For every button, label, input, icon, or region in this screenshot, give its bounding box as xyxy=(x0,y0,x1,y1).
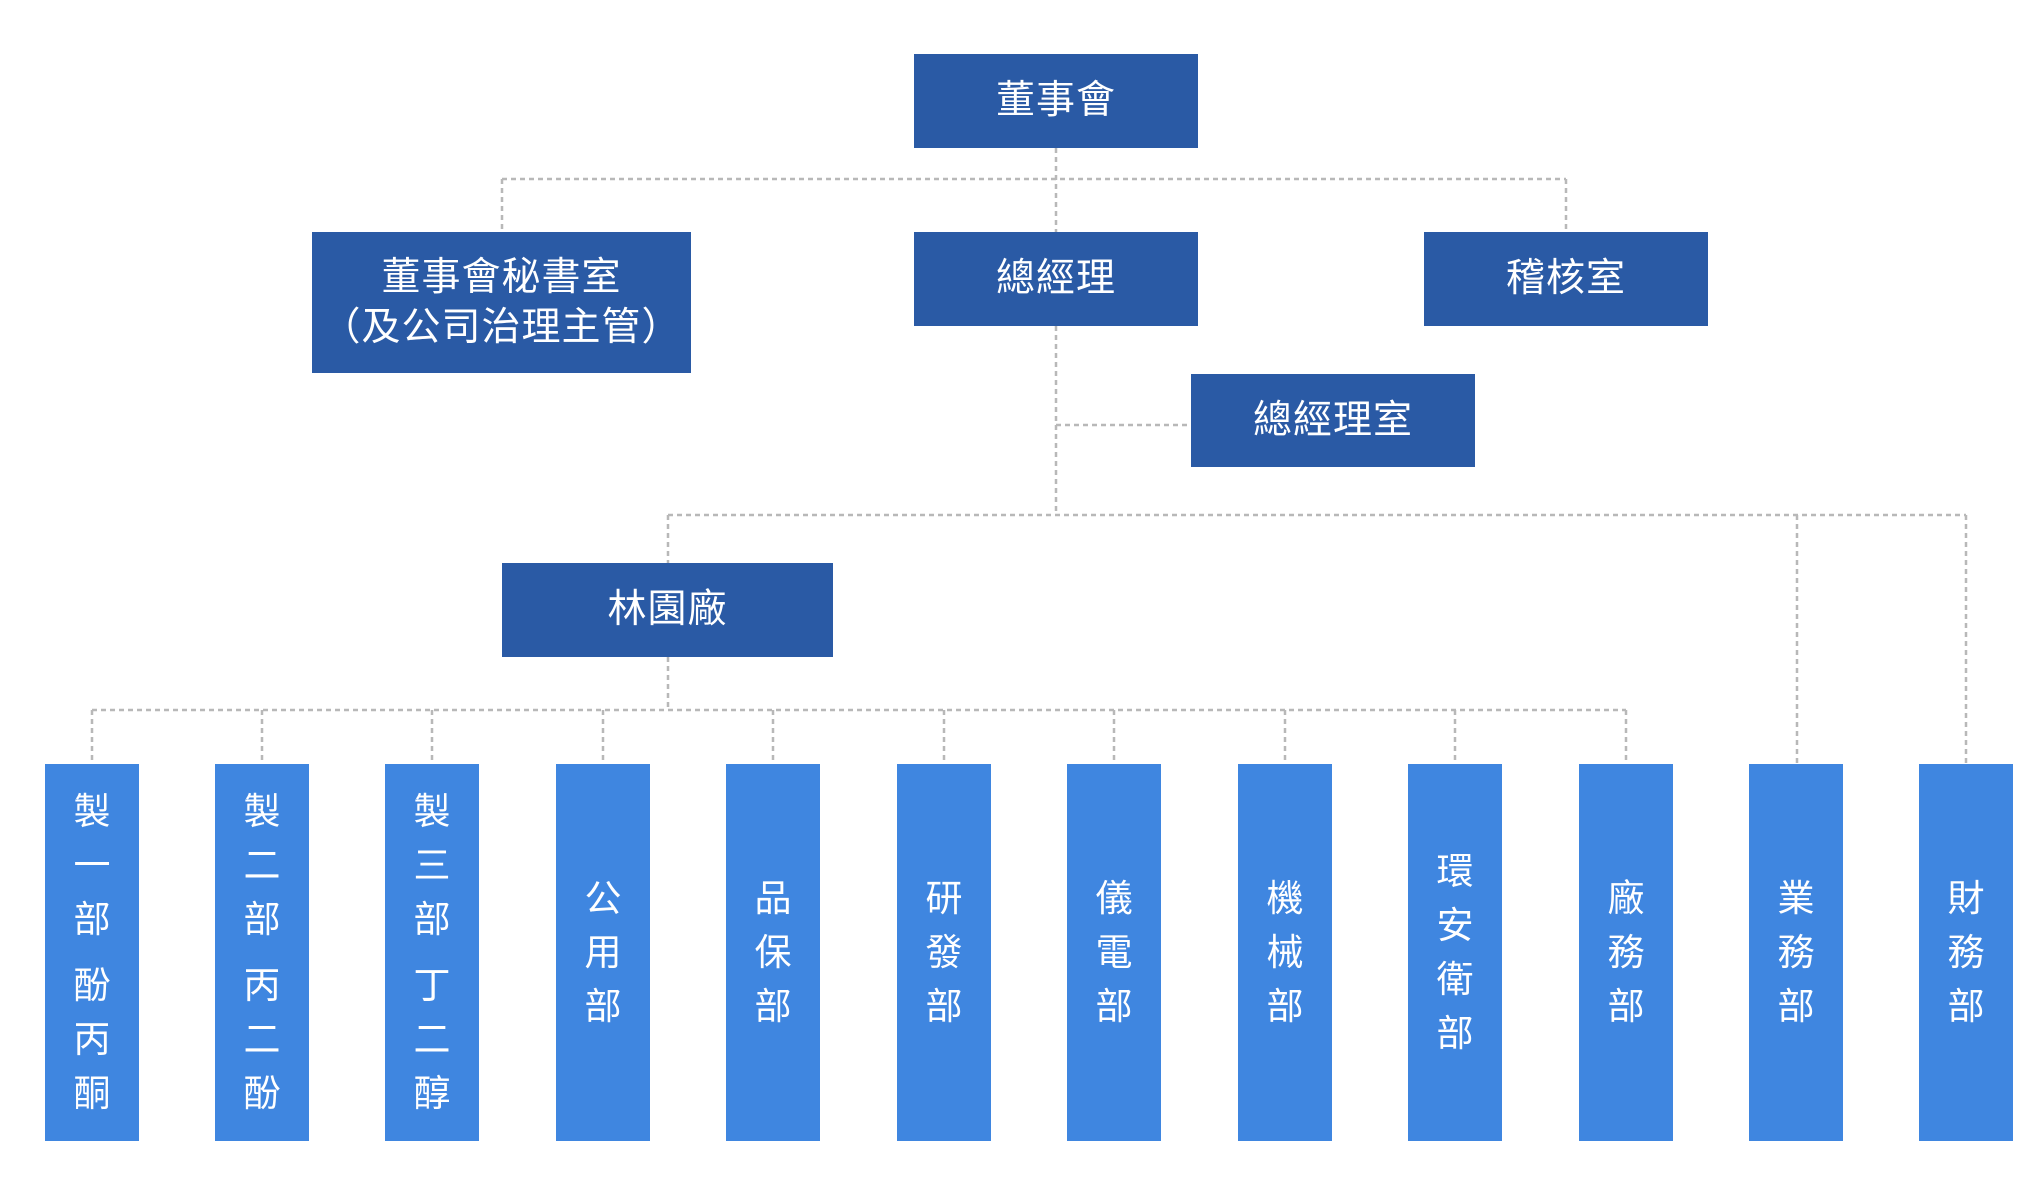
board-secretariat-label: 董事會秘書室 xyxy=(381,254,622,300)
board-secretariat-box[interactable]: 董事會秘書室 （及公司治理主管） xyxy=(312,232,691,373)
department-box[interactable]: 公用部 xyxy=(556,764,650,1141)
board-secretariat-sublabel: （及公司治理主管） xyxy=(321,304,682,350)
board-box[interactable]: 董事會 xyxy=(914,54,1198,148)
department-label: 業務部 xyxy=(1778,872,1815,1034)
department-product: 丁二醇 xyxy=(413,963,451,1115)
department-box[interactable]: 儀電部 xyxy=(1067,764,1161,1141)
department-label: 製二部丙二酚 xyxy=(244,785,281,1121)
department-name: 財務部 xyxy=(1947,876,1985,1028)
department-name: 製二部 xyxy=(243,789,281,941)
department-name: 業務部 xyxy=(1777,876,1815,1028)
department-name: 公用部 xyxy=(584,876,622,1028)
department-name: 製三部 xyxy=(413,789,451,941)
department-box[interactable]: 財務部 xyxy=(1919,764,2013,1141)
department-box[interactable]: 製二部丙二酚 xyxy=(215,764,309,1141)
department-label: 儀電部 xyxy=(1096,872,1133,1034)
board-label: 董事會 xyxy=(995,78,1116,123)
department-label: 廠務部 xyxy=(1608,872,1645,1034)
department-name: 廠務部 xyxy=(1607,876,1645,1028)
department-label: 環安衛部 xyxy=(1437,845,1474,1061)
department-name: 製一部 xyxy=(73,789,111,941)
department-label: 機械部 xyxy=(1267,872,1304,1034)
department-name: 環安衛部 xyxy=(1436,849,1474,1055)
gm-office-box[interactable]: 總經理室 xyxy=(1191,374,1475,467)
linyuan-plant-label: 林園廠 xyxy=(607,587,728,632)
general-manager-label: 總經理 xyxy=(995,256,1116,301)
department-box[interactable]: 業務部 xyxy=(1749,764,1843,1141)
department-name: 品保部 xyxy=(754,876,792,1028)
gm-office-label: 總經理室 xyxy=(1252,397,1413,443)
department-label: 製三部丁二醇 xyxy=(414,785,451,1121)
department-label: 財務部 xyxy=(1948,872,1985,1034)
department-product: 酚丙酮 xyxy=(73,963,111,1115)
department-box[interactable]: 研發部 xyxy=(897,764,991,1141)
department-box[interactable]: 廠務部 xyxy=(1579,764,1673,1141)
department-label: 製一部酚丙酮 xyxy=(74,785,111,1121)
department-label: 公用部 xyxy=(585,872,622,1034)
department-name: 儀電部 xyxy=(1095,876,1133,1028)
audit-office-box[interactable]: 稽核室 xyxy=(1424,232,1708,326)
department-box[interactable]: 製三部丁二醇 xyxy=(385,764,479,1141)
department-label: 研發部 xyxy=(926,872,963,1034)
department-label: 品保部 xyxy=(755,872,792,1034)
department-box[interactable]: 環安衛部 xyxy=(1408,764,1502,1141)
audit-office-label: 稽核室 xyxy=(1505,256,1626,301)
department-box[interactable]: 製一部酚丙酮 xyxy=(45,764,139,1141)
department-box[interactable]: 品保部 xyxy=(726,764,820,1141)
department-name: 機械部 xyxy=(1266,876,1304,1028)
general-manager-box[interactable]: 總經理 xyxy=(914,232,1198,326)
department-name: 研發部 xyxy=(925,876,963,1028)
department-box[interactable]: 機械部 xyxy=(1238,764,1332,1141)
linyuan-plant-box[interactable]: 林園廠 xyxy=(502,563,833,657)
department-product: 丙二酚 xyxy=(243,963,281,1115)
